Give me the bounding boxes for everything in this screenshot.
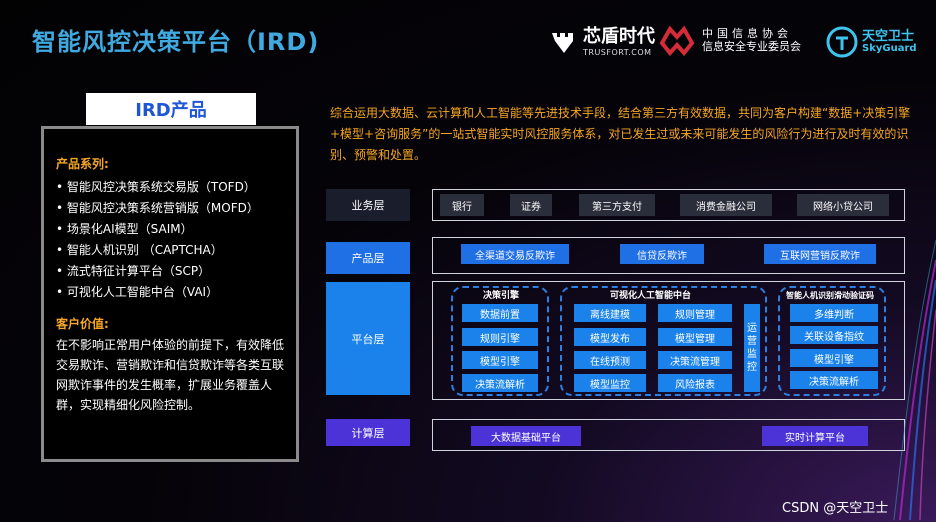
captcha-item: 模型引擎 bbox=[790, 349, 878, 367]
decision-engine-item: 数据前置 bbox=[462, 304, 538, 322]
decorative-light-streaks bbox=[893, 239, 936, 521]
list-item: • 智能风控决策系统交易版（TOFD） bbox=[56, 180, 256, 194]
skyguard-logo-en: SkyGuard bbox=[862, 42, 917, 54]
product-layer-box bbox=[432, 237, 905, 274]
layer-label-platform: 平台层 bbox=[326, 282, 410, 395]
ai-platform-item: 在线预测 bbox=[574, 351, 646, 369]
captcha-title: 智能人机识别滑动验证码 bbox=[786, 291, 874, 300]
decision-engine-item: 决策流解析 bbox=[462, 374, 538, 392]
ai-platform-item: 模型监控 bbox=[574, 374, 646, 392]
captcha-item: 关联设备指纹 bbox=[790, 326, 878, 344]
business-layer-box bbox=[432, 189, 905, 221]
captcha-item: 多维判断 bbox=[790, 304, 878, 322]
captcha-group bbox=[778, 286, 886, 396]
product-panel: 产品系列: • 智能风控决策系统交易版（TOFD） • 智能风控决策系统营销版（… bbox=[41, 126, 299, 462]
isc-logo-subname: 信息安全专业委员会 bbox=[702, 40, 801, 53]
ird-product-tab: IRD产品 bbox=[86, 93, 256, 125]
layer-label-business: 业务层 bbox=[326, 189, 410, 221]
customer-value-text: 在不影响正常用户体验的前提下，有效降低交易欺诈、营销欺诈和信贷欺诈等各类互联网欺… bbox=[56, 338, 285, 412]
list-item: • 场景化AI模型（SAIM） bbox=[56, 222, 193, 236]
ai-platform-group bbox=[560, 286, 767, 396]
product-item-omni-channel: 全渠道交易反欺诈 bbox=[461, 244, 569, 264]
skyguard-shield-icon bbox=[826, 26, 858, 58]
business-item-consumer-finance: 消费金融公司 bbox=[680, 194, 772, 216]
skyguard-logo: 天空卫士 SkyGuard bbox=[826, 26, 917, 58]
ai-platform-item: 模型管理 bbox=[658, 328, 732, 346]
list-item: • 可视化人工智能中台（VAI） bbox=[56, 285, 219, 299]
trusfort-logo: 芯盾时代 TRUSFORT.COM bbox=[551, 28, 655, 57]
layer-label-product: 产品层 bbox=[326, 242, 410, 274]
business-item-securities: 证券 bbox=[510, 194, 552, 216]
decision-engine-item: 模型引擎 bbox=[462, 351, 538, 369]
trusfort-logo-name: 芯盾时代 bbox=[583, 26, 655, 47]
ai-platform-item: 规则管理 bbox=[658, 304, 732, 322]
business-item-third-party-pay: 第三方支付 bbox=[579, 194, 655, 216]
ai-platform-item: 离线建模 bbox=[574, 304, 646, 322]
ops-monitor-bar: 运营监控 bbox=[744, 304, 760, 392]
page-title: 智能风控决策平台（IRD) bbox=[32, 28, 320, 56]
decision-engine-group bbox=[451, 286, 549, 396]
compute-item-realtime: 实时计算平台 bbox=[762, 426, 868, 446]
captcha-item: 决策流解析 bbox=[790, 371, 878, 389]
decision-engine-title: 决策引擎 bbox=[483, 291, 520, 301]
isc-logo-name: 中国信息协会 bbox=[702, 26, 792, 40]
platform-layer-box bbox=[432, 281, 905, 400]
layer-label-compute: 计算层 bbox=[326, 419, 410, 446]
trusfort-logo-domain: TRUSFORT.COM bbox=[583, 48, 652, 57]
ai-platform-title: 可视化人工智能中台 bbox=[610, 291, 692, 301]
compute-item-big-data: 大数据基础平台 bbox=[471, 426, 581, 446]
isc-emblem-icon bbox=[659, 25, 695, 57]
skyguard-logo-name: 天空卫士 bbox=[862, 28, 915, 44]
intro-text: 综合运用大数据、云计算和人工智能等先进技术手段，结合第三方有效数据，共同为客户构… bbox=[330, 106, 911, 162]
list-item: • 智能人机识别 （CAPTCHA） bbox=[56, 243, 223, 257]
ai-platform-item: 模型发布 bbox=[574, 328, 646, 346]
footer-watermark: CSDN @天空卫士 bbox=[782, 501, 889, 516]
customer-value-title: 客户价值: bbox=[56, 317, 109, 331]
decision-engine-item: 规则引擎 bbox=[462, 328, 538, 346]
ai-platform-item: 风险报表 bbox=[658, 374, 732, 392]
product-item-credit: 信贷反欺诈 bbox=[620, 244, 704, 264]
business-item-micro-loan: 网络小贷公司 bbox=[797, 194, 889, 216]
compute-layer-box bbox=[432, 419, 905, 451]
product-series-title: 产品系列: bbox=[56, 157, 109, 171]
product-series-list: • 智能风控决策系统交易版（TOFD） • 智能风控决策系统营销版（MOFD） … bbox=[56, 177, 259, 303]
isc-logo: 中国信息协会 信息安全专业委员会 bbox=[658, 23, 801, 57]
list-item: • 智能风控决策系统营销版（MOFD） bbox=[56, 201, 259, 215]
business-item-bank: 银行 bbox=[440, 194, 484, 216]
ai-platform-item: 决策流管理 bbox=[658, 351, 732, 369]
product-item-marketing: 互联网营销反欺诈 bbox=[764, 244, 876, 264]
list-item: • 流式特征计算平台（SCP） bbox=[56, 264, 211, 278]
castle-icon bbox=[552, 32, 573, 53]
